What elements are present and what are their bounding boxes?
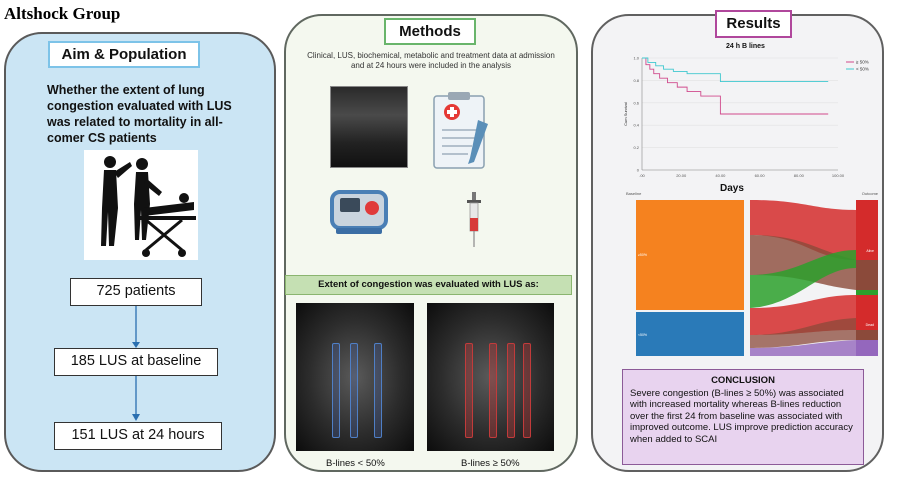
ultrasound-image-high-blines [427,303,554,451]
km-chart: 0 0.2 0.4 0.6 0.8 1.0 .00 20.00 40.00 60.00 80.00 1… [623,56,869,179]
aim-question: Whether the extent of lung congestion ev… [47,83,232,145]
sankey-node-right [856,210,878,260]
flow-arrows [132,306,140,421]
km-legend-label: ≥ 50% [856,60,869,65]
sankey-node-right [856,330,878,340]
clipboard-icon [433,92,488,169]
km-x-tick: 60.00 [755,173,766,178]
sankey-right-label: Alive [866,249,874,253]
methods-banner: Extent of congestion was evaluated with … [285,275,572,295]
ultrasound-image-low-blines [296,303,414,451]
km-y-tick: 1.0 [633,56,639,61]
km-y-tick: 0.2 [633,145,639,150]
km-y-tick: 0 [637,168,640,173]
km-x-tick: 40.00 [715,173,726,178]
flow-box-baseline: 185 LUS at baseline [54,348,218,376]
km-x-tick: 20.00 [676,173,687,178]
km-x-tick: 100.00 [832,173,845,178]
conclusion-title: CONCLUSION [711,375,775,386]
page-title: Altshock Group [4,4,121,23]
km-y-tick: 0.8 [633,78,639,83]
sankey-node-right [856,200,878,210]
km-y-axis-label: Cum Survival [623,102,628,126]
methods-description: Clinical, LUS, biochemical, metabolic an… [307,51,555,70]
sankey-flow [750,200,856,260]
flow-box-24h: 151 LUS at 24 hours [54,422,222,450]
sankey-flow [750,340,856,356]
caption-high-blines: B-lines ≥ 50% [461,458,520,469]
sankey-flow [750,318,856,348]
conclusion-text: Severe congestion (B-lines ≥ 50%) was as… [630,387,853,445]
caption-low-blines: B-lines < 50% [326,458,385,469]
sankey-flow [750,235,856,290]
sankey-node-right [856,340,878,356]
results-title: Results [715,10,792,38]
sankey-node-right [856,295,878,330]
sankey-node-low [636,312,744,356]
km-x-tick: 80.00 [794,173,805,178]
syringe-icon [467,192,481,247]
aim-title: Aim & Population [48,41,200,68]
ultrasound-image-small [330,86,408,168]
km-x-tick: .00 [639,173,645,178]
sankey-left-label: ≥50% [638,253,647,257]
sankey-right-title: Outcome [862,191,879,196]
km-legend-label: < 50% [856,67,869,72]
km-y-tick: 0.4 [633,123,639,128]
sankey-right-label: Dead [866,323,874,327]
sankey-node-right [856,260,878,290]
patient-care-icon [84,150,198,260]
methods-title: Methods [384,18,476,45]
km-x-axis-label: Days [720,183,744,194]
ecmo-device-icon [330,190,388,234]
km-series-line [642,57,829,82]
sankey-flow [750,250,856,308]
sankey-left-label: <50% [638,333,647,337]
flow-box-patients: 725 patients [70,278,202,306]
km-y-tick: 0.6 [633,100,639,105]
sankey-node-high [636,200,744,310]
km-series-line [642,57,829,115]
km-chart-title: 24 h B lines [726,43,765,50]
sankey-left-title: Baseline [626,191,642,196]
conclusion-box: CONCLUSION Severe congestion (B-lines ≥ … [622,369,864,465]
sankey-node-right [856,290,878,295]
